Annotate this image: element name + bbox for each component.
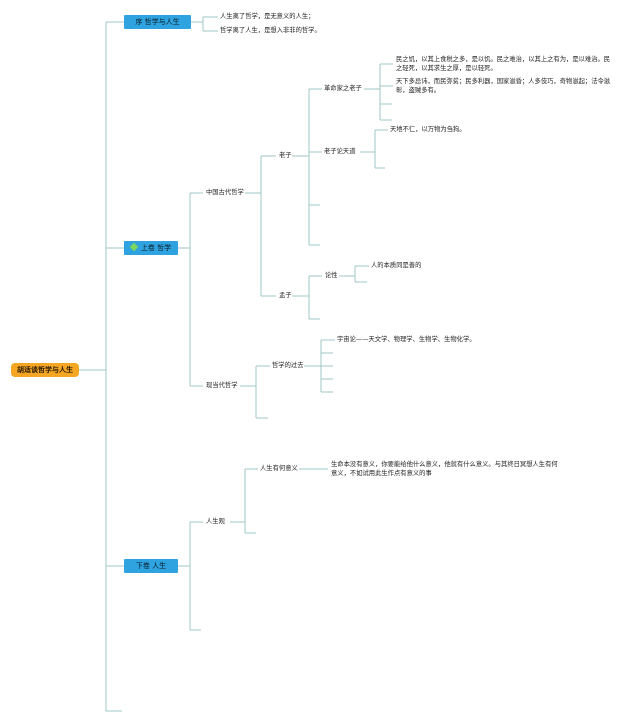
life-outlook-topic[interactable]: 人生观 — [206, 518, 225, 525]
mencius-nature-topic[interactable]: 论性 — [325, 272, 338, 279]
life-meaning-text[interactable]: 生命本没有意义，你要能给他什么意义，他就有什么意义。与其终日冥想人生有何意义，不… — [331, 461, 558, 477]
volume1-topic[interactable]: 上卷 哲学 — [124, 241, 178, 255]
volume2-topic[interactable]: 下卷 人生 — [124, 559, 178, 573]
ancient-philosophy-topic[interactable]: 中国古代哲学 — [206, 189, 244, 196]
modern-philosophy-topic[interactable]: 现当代哲学 — [206, 382, 238, 389]
revolutionary-quote-2[interactable]: 天下多忌讳，而民弥贫；民多利器，国家滋昏；人多伎巧，奇物滋起；法令滋彰，盗贼多有… — [396, 78, 611, 94]
cosmology-item[interactable]: 宇宙论——天文学、物理学、生物学、生物化学。 — [337, 336, 476, 343]
laozi-heaven-topic[interactable]: 老子论天道 — [324, 148, 356, 155]
diamond-icon — [129, 242, 139, 252]
laozi-topic[interactable]: 老子 — [279, 152, 292, 159]
revolutionary-quote-1[interactable]: 民之饥，以其上食税之多，是以饥。民之难治，以其上之有为，是以难治。民之轻死，以其… — [396, 56, 611, 72]
volume1-label: 上卷 哲学 — [140, 244, 172, 252]
revolutionary-laozi-topic[interactable]: 革命家之老子 — [324, 85, 362, 92]
philosophy-past-topic[interactable]: 哲学的过去 — [272, 362, 304, 369]
preface-topic[interactable]: 序 哲学与人生 — [124, 15, 191, 29]
nature-quote[interactable]: 人的本质同是善的 — [371, 262, 422, 269]
mencius-topic[interactable]: 孟子 — [279, 292, 292, 299]
preface-item-2[interactable]: 哲学离了人生，是想入非非的哲学。 — [220, 27, 321, 34]
preface-item-1[interactable]: 人生离了哲学，是无意义的人生； — [220, 13, 315, 20]
heaven-quote[interactable]: 天地不仁，以万物为刍狗。 — [390, 126, 466, 133]
root-topic[interactable]: 胡适谈哲学与人生 — [11, 363, 79, 377]
life-meaning-topic[interactable]: 人生有何意义 — [260, 465, 298, 472]
